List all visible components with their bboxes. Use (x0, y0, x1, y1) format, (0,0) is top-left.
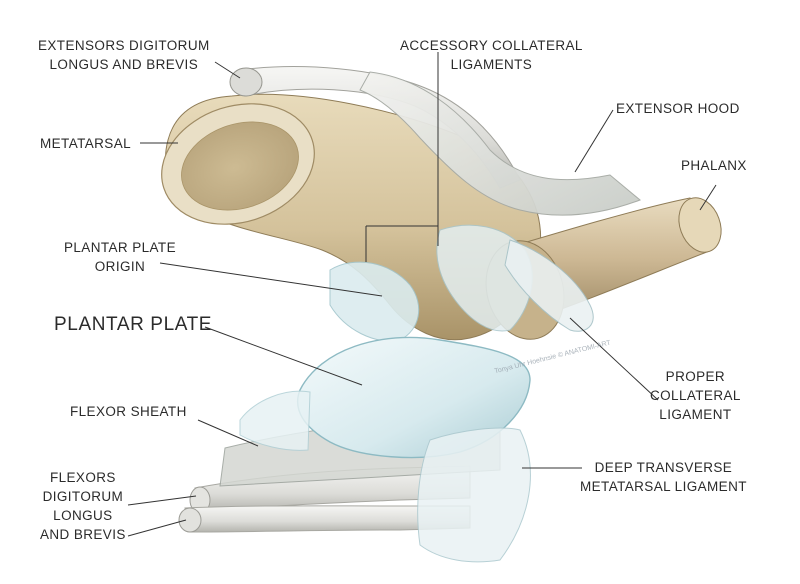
label-extensor-hood: EXTENSOR HOOD (616, 101, 740, 116)
label-phalanx: PHALANX (681, 158, 747, 173)
label-extensors-digitorum: EXTENSORS DIGITORUM LONGUS AND BREVIS (38, 38, 210, 72)
flexor-tendons (178, 465, 471, 533)
label-flexor-sheath: FLEXOR SHEATH (70, 404, 187, 419)
plantar-plate (239, 336, 531, 459)
label-plantar-plate: PLANTAR PLATE (54, 314, 213, 335)
label-accessory-collateral-ligaments: ACCESSORY COLLATERAL LIGAMENTS (400, 38, 583, 72)
label-deep-transverse-metatarsal-ligament: DEEP TRANSVERSE METATARSAL LIGAMENT (580, 460, 747, 494)
plantar-plate-origin (329, 261, 420, 342)
extensor-hood (359, 71, 641, 216)
label-proper-collateral-ligament: PROPER COLLATERAL LIGAMENT (650, 369, 741, 422)
leader-lines (127, 52, 717, 537)
metatarsal-cross-section (161, 103, 315, 225)
label-flexors-digitorum: FLEXORS DIGITORUM LONGUS AND BREVIS (40, 470, 126, 542)
label-metatarsal: METATARSAL (40, 136, 132, 151)
label-plantar-plate-origin: PLANTAR PLATE ORIGIN (64, 240, 176, 274)
deep-transverse-ligament (417, 427, 531, 563)
proper-collateral-ligament (504, 239, 594, 332)
